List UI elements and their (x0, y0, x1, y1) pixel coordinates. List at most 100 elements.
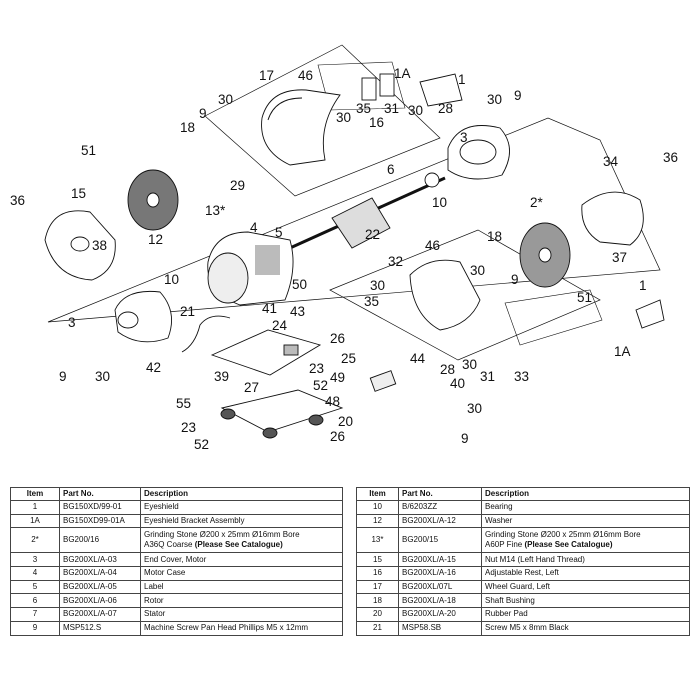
description-text: Bearing (485, 502, 513, 512)
callout-label: 30 (470, 263, 485, 278)
callout-label: 17 (259, 68, 274, 83)
eyeshield-bracket (361, 77, 377, 101)
description-text: Stator (144, 609, 166, 619)
wheel-guard-left-outer (44, 210, 116, 281)
cell-description: Rotor (140, 593, 343, 609)
header-description: Description (481, 487, 690, 501)
right-eyeshield-assembly-outline (504, 289, 603, 346)
callout-label: 35 (356, 101, 371, 116)
description-text: Shaft Bushing (485, 595, 535, 605)
cell-part-no: BG200XL/A-12 (398, 513, 482, 529)
cell-part-no: BG200XL/A-18 (398, 593, 482, 609)
description-text: Rotor (144, 595, 164, 605)
callout-label: 42 (146, 360, 161, 375)
cell-part-no: BG200XL/A-05 (59, 579, 141, 595)
catalogue-note: (Please See Catalogue) (524, 540, 613, 550)
header-item: Item (10, 487, 60, 501)
cell-item: 20 (356, 607, 399, 622)
description-text-line2: A60P Fine (485, 540, 523, 550)
callout-label: 1A (614, 344, 631, 359)
cell-description: Stator (140, 607, 343, 622)
callout-label: 50 (292, 277, 307, 292)
description-text: Nut M14 (Left Hand Thread) (485, 554, 585, 564)
cell-description: Nut M14 (Left Hand Thread) (481, 552, 690, 568)
callout-label: 30 (467, 401, 482, 416)
wheel-guard-right-outer (581, 191, 644, 246)
callout-label: 43 (290, 304, 305, 319)
left-wheel-guard-rim (267, 97, 303, 121)
callout-label: 15 (71, 186, 86, 201)
upper-guard-assembly-outline (204, 44, 441, 197)
cell-description: Rubber Pad (481, 607, 690, 622)
cell-part-no: BG200XL/A-15 (398, 552, 482, 568)
callout-label: 18 (487, 229, 502, 244)
callout-label: 36 (10, 193, 25, 208)
cell-description: Screw M5 x 8mm Black (481, 620, 690, 636)
callout-label: 29 (230, 178, 245, 193)
switch (283, 344, 299, 356)
bottom-plate (220, 389, 344, 433)
cell-part-no: MSP512.S (59, 620, 141, 636)
callout-label: 30 (408, 103, 423, 118)
cell-item: 1 (10, 500, 60, 515)
cell-item: 12 (356, 513, 399, 529)
description-text: Grinding Stone Ø200 x 25mm Ø16mm Bore (485, 530, 641, 540)
description-text: Adjustable Rest, Left (485, 568, 559, 578)
cell-description: Washer (481, 513, 690, 529)
callout-label: 23 (181, 420, 196, 435)
callout-label: 41 (262, 301, 277, 316)
callout-label: 27 (244, 380, 259, 395)
callout-label: 30 (462, 357, 477, 372)
callout-label: 1A (394, 66, 411, 81)
description-text: Wheel Guard, Left (485, 582, 550, 592)
cell-part-no: BG200XL/A-06 (59, 593, 141, 609)
callout-label: 39 (214, 369, 229, 384)
grinding-stone-coarse-bore (538, 247, 552, 263)
eyeshield-top (419, 73, 463, 107)
cell-description: Wheel Guard, Left (481, 579, 690, 595)
description-text: Motor Case (144, 568, 186, 578)
base-plate (210, 329, 322, 376)
callout-label: 48 (325, 394, 340, 409)
rubber-pad (220, 408, 236, 420)
cell-item: 9 (10, 620, 60, 636)
cell-item: 17 (356, 579, 399, 595)
callout-label: 24 (272, 318, 288, 333)
end-cover-hub (459, 139, 497, 165)
description-text: Screw M5 x 8mm Black (485, 623, 569, 633)
callout-label: 20 (338, 414, 353, 429)
callout-label: 33 (514, 369, 529, 384)
callout-label: 30 (218, 92, 233, 107)
cell-description: Eyeshield (140, 500, 343, 515)
callout-label: 1 (458, 72, 466, 87)
callout-label: 52 (313, 378, 328, 393)
wheel-guard-left-hub (70, 236, 90, 252)
cell-part-no: BG200XL/A-16 (398, 566, 482, 581)
callout-label: 28 (438, 101, 453, 116)
cell-description: Machine Screw Pan Head Phillips M5 x 12m… (140, 620, 343, 636)
callout-label: 6 (387, 162, 395, 177)
cell-part-no: BG200XL/A-20 (398, 607, 482, 622)
callout-label: 3 (68, 315, 76, 330)
callout-label: 37 (612, 250, 627, 265)
cell-item: 7 (10, 607, 60, 622)
cell-item: 2* (10, 527, 60, 554)
callout-label: 12 (148, 232, 163, 247)
callout-label: 21 (180, 304, 195, 319)
description-text: Grinding Stone Ø200 x 25mm Ø16mm Bore (144, 530, 300, 540)
tube (369, 370, 397, 392)
header-item: Item (356, 487, 399, 501)
cell-part-no: BG200XL/A-03 (59, 552, 141, 568)
